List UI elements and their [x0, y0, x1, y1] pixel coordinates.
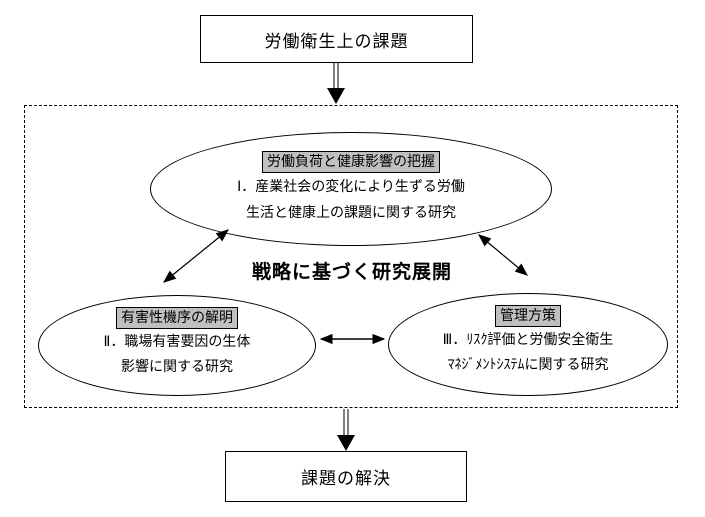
hazard-line-2: 影響に関する研究 [121, 358, 233, 374]
down-arrow-top-icon [327, 62, 345, 104]
ellipse-hazard: 有害性機序の解明 Ⅱ．職場有害要因の生体 影響に関する研究 [38, 295, 316, 396]
strategy-frame [24, 105, 678, 408]
ellipse-management: 管理方策 Ⅲ．ﾘｽｸ評価と労働安全衛生 ﾏﾈｼﾞﾒﾝﾄｼｽﾃﾑに関する研究 [388, 293, 668, 396]
top-box-label: 労働衛生上の課題 [264, 31, 409, 51]
workload-header-badge: 労働負荷と健康影響の把握 [262, 151, 440, 173]
top-box: 労働衛生上の課題 [200, 15, 473, 63]
hazard-line-1: Ⅱ．職場有害要因の生体 [103, 333, 251, 349]
workload-line-1: Ⅰ．産業社会の変化により生ずる労働 [237, 178, 465, 194]
center-title: 戦略に基づく研究展開 [251, 262, 452, 283]
management-header-badge: 管理方策 [495, 305, 561, 327]
bottom-box: 課題の解決 [225, 451, 467, 502]
hazard-header-badge: 有害性機序の解明 [116, 307, 238, 329]
down-arrow-bottom-icon [337, 409, 355, 451]
ellipse-workload: 労働負荷と健康影響の把握 Ⅰ．産業社会の変化により生ずる労働 生活と健康上の課題… [150, 132, 552, 246]
management-line-1: Ⅲ．ﾘｽｸ評価と労働安全衛生 [442, 331, 614, 347]
bottom-box-label: 課題の解決 [301, 469, 391, 488]
workload-line-2: 生活と健康上の課題に関する研究 [246, 204, 456, 220]
management-line-2: ﾏﾈｼﾞﾒﾝﾄｼｽﾃﾑに関する研究 [447, 356, 609, 372]
